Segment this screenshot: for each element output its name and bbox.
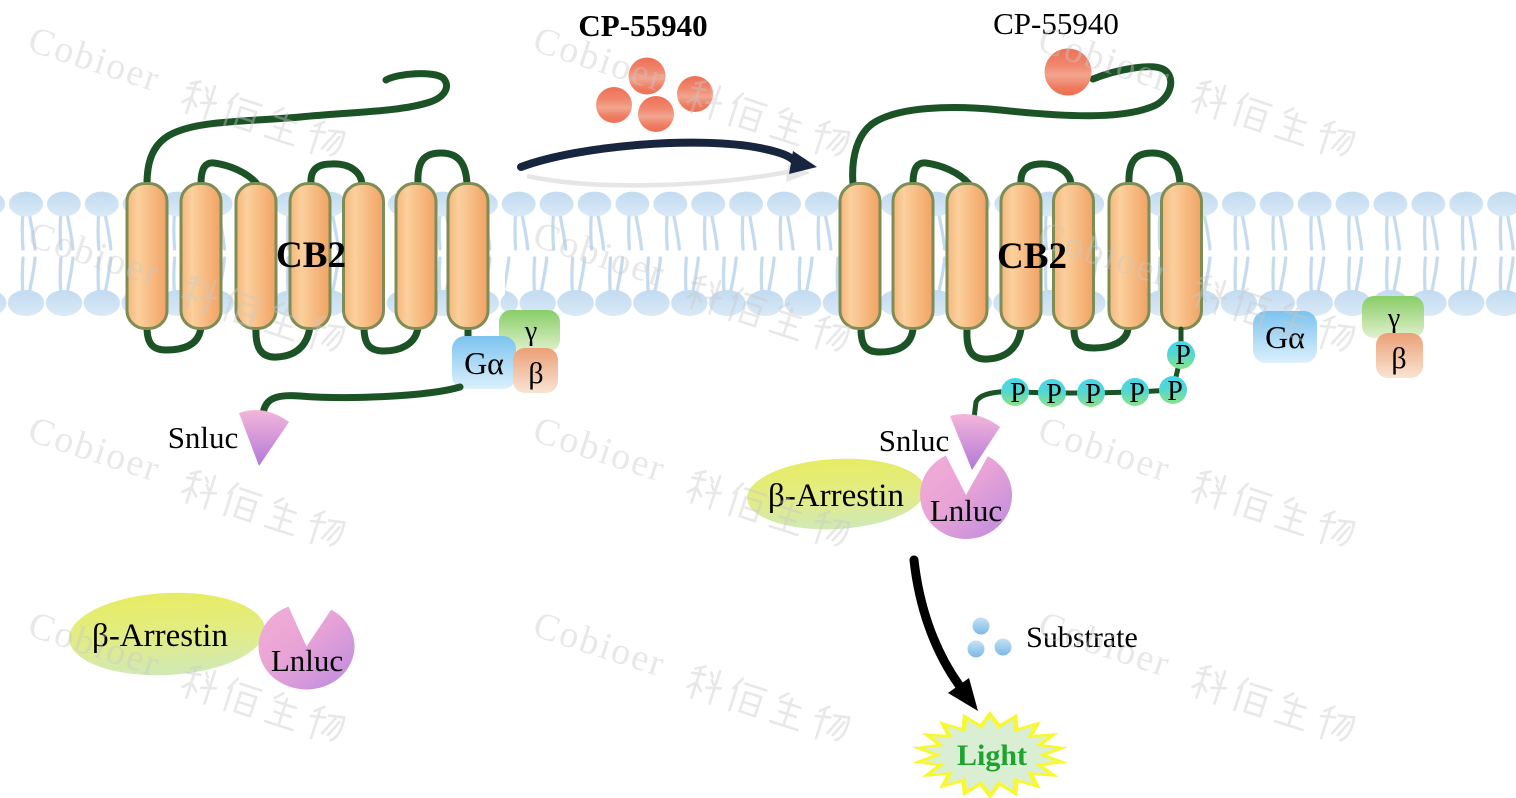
svg-text:P: P	[1167, 376, 1183, 407]
svg-text:β: β	[1391, 342, 1406, 375]
svg-text:P: P	[1085, 379, 1101, 410]
svg-text:Lnluc: Lnluc	[271, 643, 343, 678]
svg-text:Gα: Gα	[464, 345, 504, 381]
svg-text:P: P	[1129, 378, 1145, 409]
svg-text:Snluc: Snluc	[879, 423, 950, 458]
svg-text:Lnluc: Lnluc	[930, 493, 1002, 528]
svg-text:P: P	[1175, 340, 1191, 371]
svg-text:P: P	[1046, 379, 1062, 410]
svg-text:CB2: CB2	[276, 235, 346, 276]
svg-text:Light: Light	[957, 739, 1027, 772]
svg-text:P: P	[1010, 378, 1026, 409]
svg-text:γ: γ	[1387, 303, 1400, 334]
svg-text:Gα: Gα	[1265, 319, 1305, 355]
svg-text:Snluc: Snluc	[168, 420, 239, 455]
svg-text:γ: γ	[524, 316, 537, 347]
svg-text:β: β	[528, 357, 543, 390]
